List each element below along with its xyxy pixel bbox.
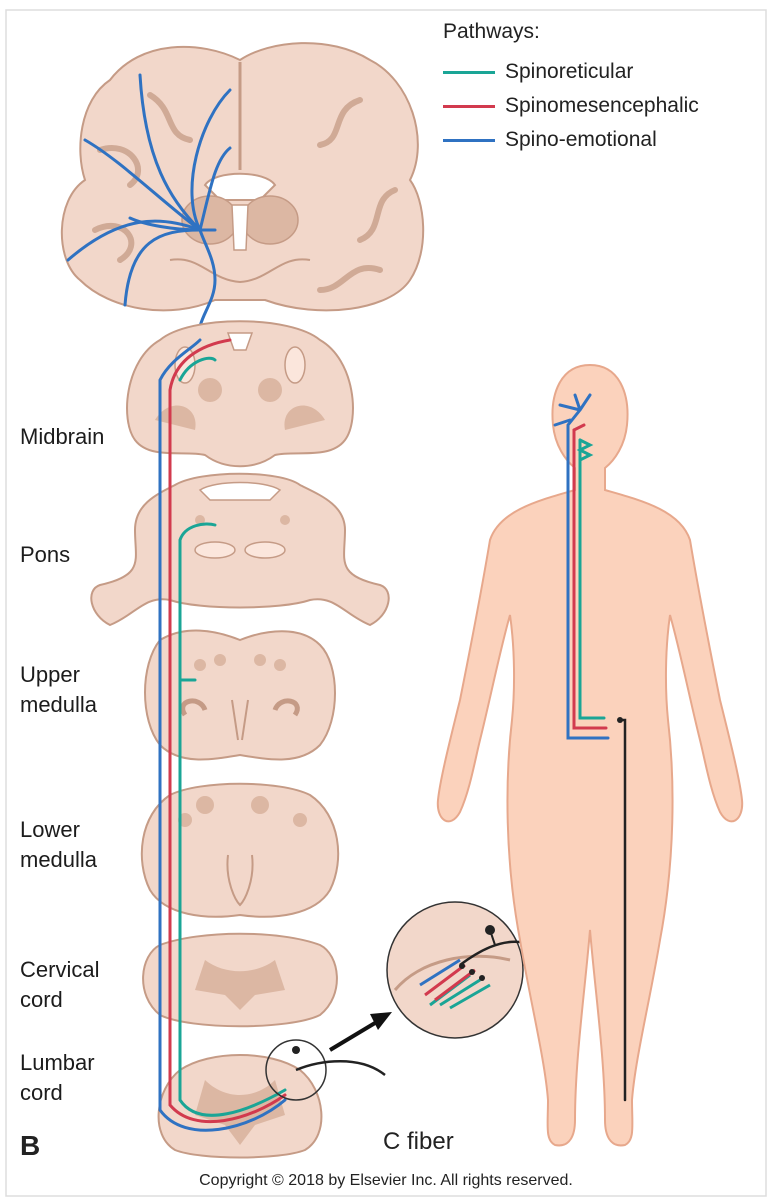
body-pathways (553, 393, 627, 1102)
legend-label: Spino-emotional (505, 128, 657, 151)
panel-letter: B (20, 1130, 41, 1161)
human-body-figure (436, 363, 744, 1147)
level-label-pons: Pons (20, 542, 71, 567)
level-label-midbrain: Midbrain (20, 424, 105, 449)
c-fiber-cell-body (292, 1046, 300, 1054)
legend-swatch (443, 70, 495, 74)
cervical-cord-section (142, 932, 338, 1028)
c-fiber-line (295, 1060, 386, 1076)
lumbar-cord-section (157, 1054, 323, 1159)
level-label-upper-medulla: Upper medulla (20, 662, 98, 717)
pons-section (90, 472, 390, 627)
legend-item-spino-emotional: Spino-emotional (443, 128, 657, 152)
ascending-tracts (158, 338, 287, 1132)
lumbar-magnified-circle (265, 901, 524, 1101)
legend-label: Spinomesencephalic (505, 94, 699, 117)
legend-item-spinoreticular: Spinoreticular (443, 60, 633, 84)
level-label-cervical-cord: Cervical cord (20, 957, 100, 1012)
level-label-lumbar-cord: Lumbar cord (20, 1050, 95, 1105)
legend-swatch (443, 138, 495, 142)
upper-medulla-section (144, 629, 336, 761)
midbrain-section (126, 320, 354, 468)
legend-item-spinomesencephalic: Spinomesencephalic (443, 94, 699, 118)
brain-coronal-section (60, 42, 425, 312)
legend-swatch (443, 104, 495, 108)
lower-medulla-section (140, 782, 340, 918)
legend-label: Spinoreticular (505, 60, 634, 83)
c-fiber-label: C fiber (383, 1128, 454, 1155)
legend-title: Pathways: (443, 20, 540, 43)
level-label-lower-medulla: Lower medulla (20, 817, 98, 872)
figure-border (5, 9, 767, 1197)
copyright-notice: Copyright © 2018 by Elsevier Inc. All ri… (199, 1172, 573, 1189)
